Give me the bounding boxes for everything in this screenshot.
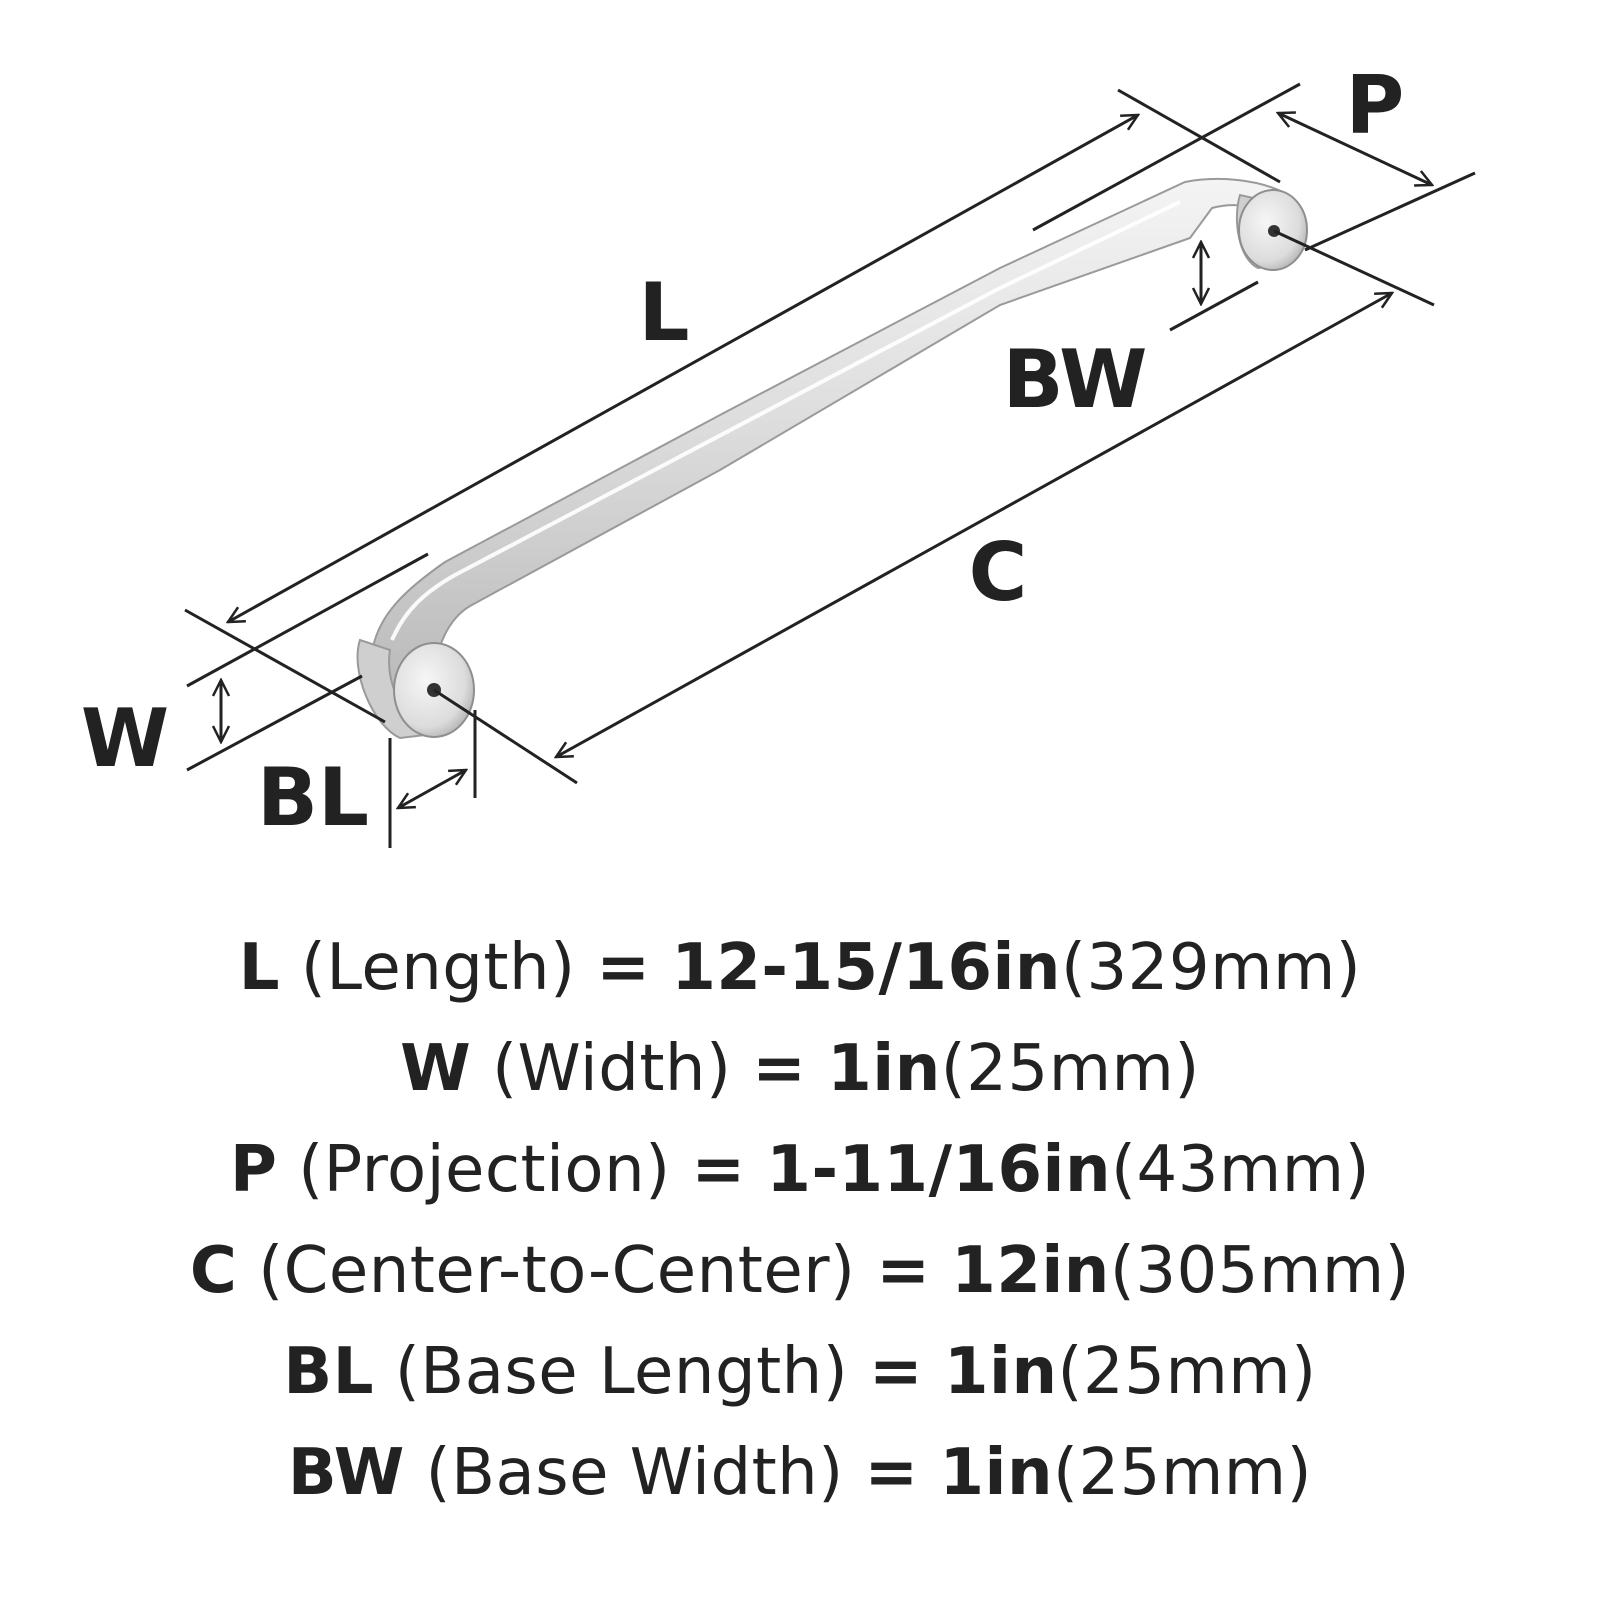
spec-name: (Projection): [298, 1133, 671, 1207]
spec-name: (Length): [300, 931, 576, 1005]
spec-code: BW: [287, 1436, 405, 1510]
spec-imperial: 12in: [951, 1234, 1110, 1308]
spec-imperial: 1-11/16in: [766, 1133, 1111, 1207]
dimension-lines: [184, 82, 1476, 848]
label-W: W: [81, 692, 169, 785]
dimension-spec-list: L (Length) = 12-15/16in(329mm) W (Width)…: [0, 918, 1600, 1524]
spec-equals: =: [869, 1335, 924, 1409]
spec-imperial: 1in: [827, 1032, 941, 1106]
spec-code: L: [238, 931, 281, 1005]
label-BL: BL: [257, 751, 369, 844]
base-length-arrow: [398, 770, 466, 808]
spec-base-width: BW (Base Width) = 1in(25mm): [0, 1423, 1600, 1524]
spec-metric: (305mm): [1109, 1234, 1411, 1308]
spec-metric: (43mm): [1111, 1133, 1371, 1207]
spec-equals: =: [752, 1032, 807, 1106]
cabinet-pull-handle: [356, 178, 1308, 740]
spec-base-length: BL (Base Length) = 1in(25mm): [0, 1322, 1600, 1423]
label-C: C: [969, 526, 1028, 619]
spec-equals: =: [691, 1133, 746, 1207]
spec-metric: (25mm): [1053, 1436, 1313, 1510]
spec-length: L (Length) = 12-15/16in(329mm): [0, 918, 1600, 1019]
spec-name: (Base Width): [425, 1436, 844, 1510]
right-base: [1235, 189, 1308, 271]
projection-arrow: [1278, 113, 1432, 185]
spec-imperial: 1in: [944, 1335, 1058, 1409]
spec-projection: P (Projection) = 1-11/16in(43mm): [0, 1120, 1600, 1221]
handle-bar: [370, 178, 1292, 707]
label-L: L: [639, 266, 690, 359]
spec-equals: =: [864, 1436, 919, 1510]
spec-code: BL: [283, 1335, 374, 1409]
center-to-center-arrow: [556, 293, 1392, 757]
spec-imperial: 1in: [939, 1436, 1054, 1510]
left-base: [356, 638, 475, 740]
spec-imperial: 12-15/16in: [671, 931, 1061, 1005]
label-BW: BW: [1003, 333, 1148, 426]
spec-name: (Width): [492, 1032, 732, 1106]
spec-metric: (25mm): [940, 1032, 1200, 1106]
spec-name: (Base Length): [394, 1335, 849, 1409]
spec-equals: =: [596, 931, 651, 1005]
handle-dimension-diagram: L P BW C W BL: [81, 59, 1476, 848]
spec-name: (Center-to-Center): [258, 1234, 856, 1308]
spec-code: P: [229, 1133, 278, 1207]
spec-width: W (Width) = 1in(25mm): [0, 1019, 1600, 1120]
label-P: P: [1346, 59, 1405, 152]
spec-metric: (25mm): [1057, 1335, 1317, 1409]
spec-metric: (329mm): [1060, 931, 1362, 1005]
spec-code: C: [189, 1234, 238, 1308]
spec-center-to-center: C (Center-to-Center) = 12in(305mm): [0, 1221, 1600, 1322]
spec-code: W: [400, 1032, 472, 1106]
spec-equals: =: [876, 1234, 931, 1308]
